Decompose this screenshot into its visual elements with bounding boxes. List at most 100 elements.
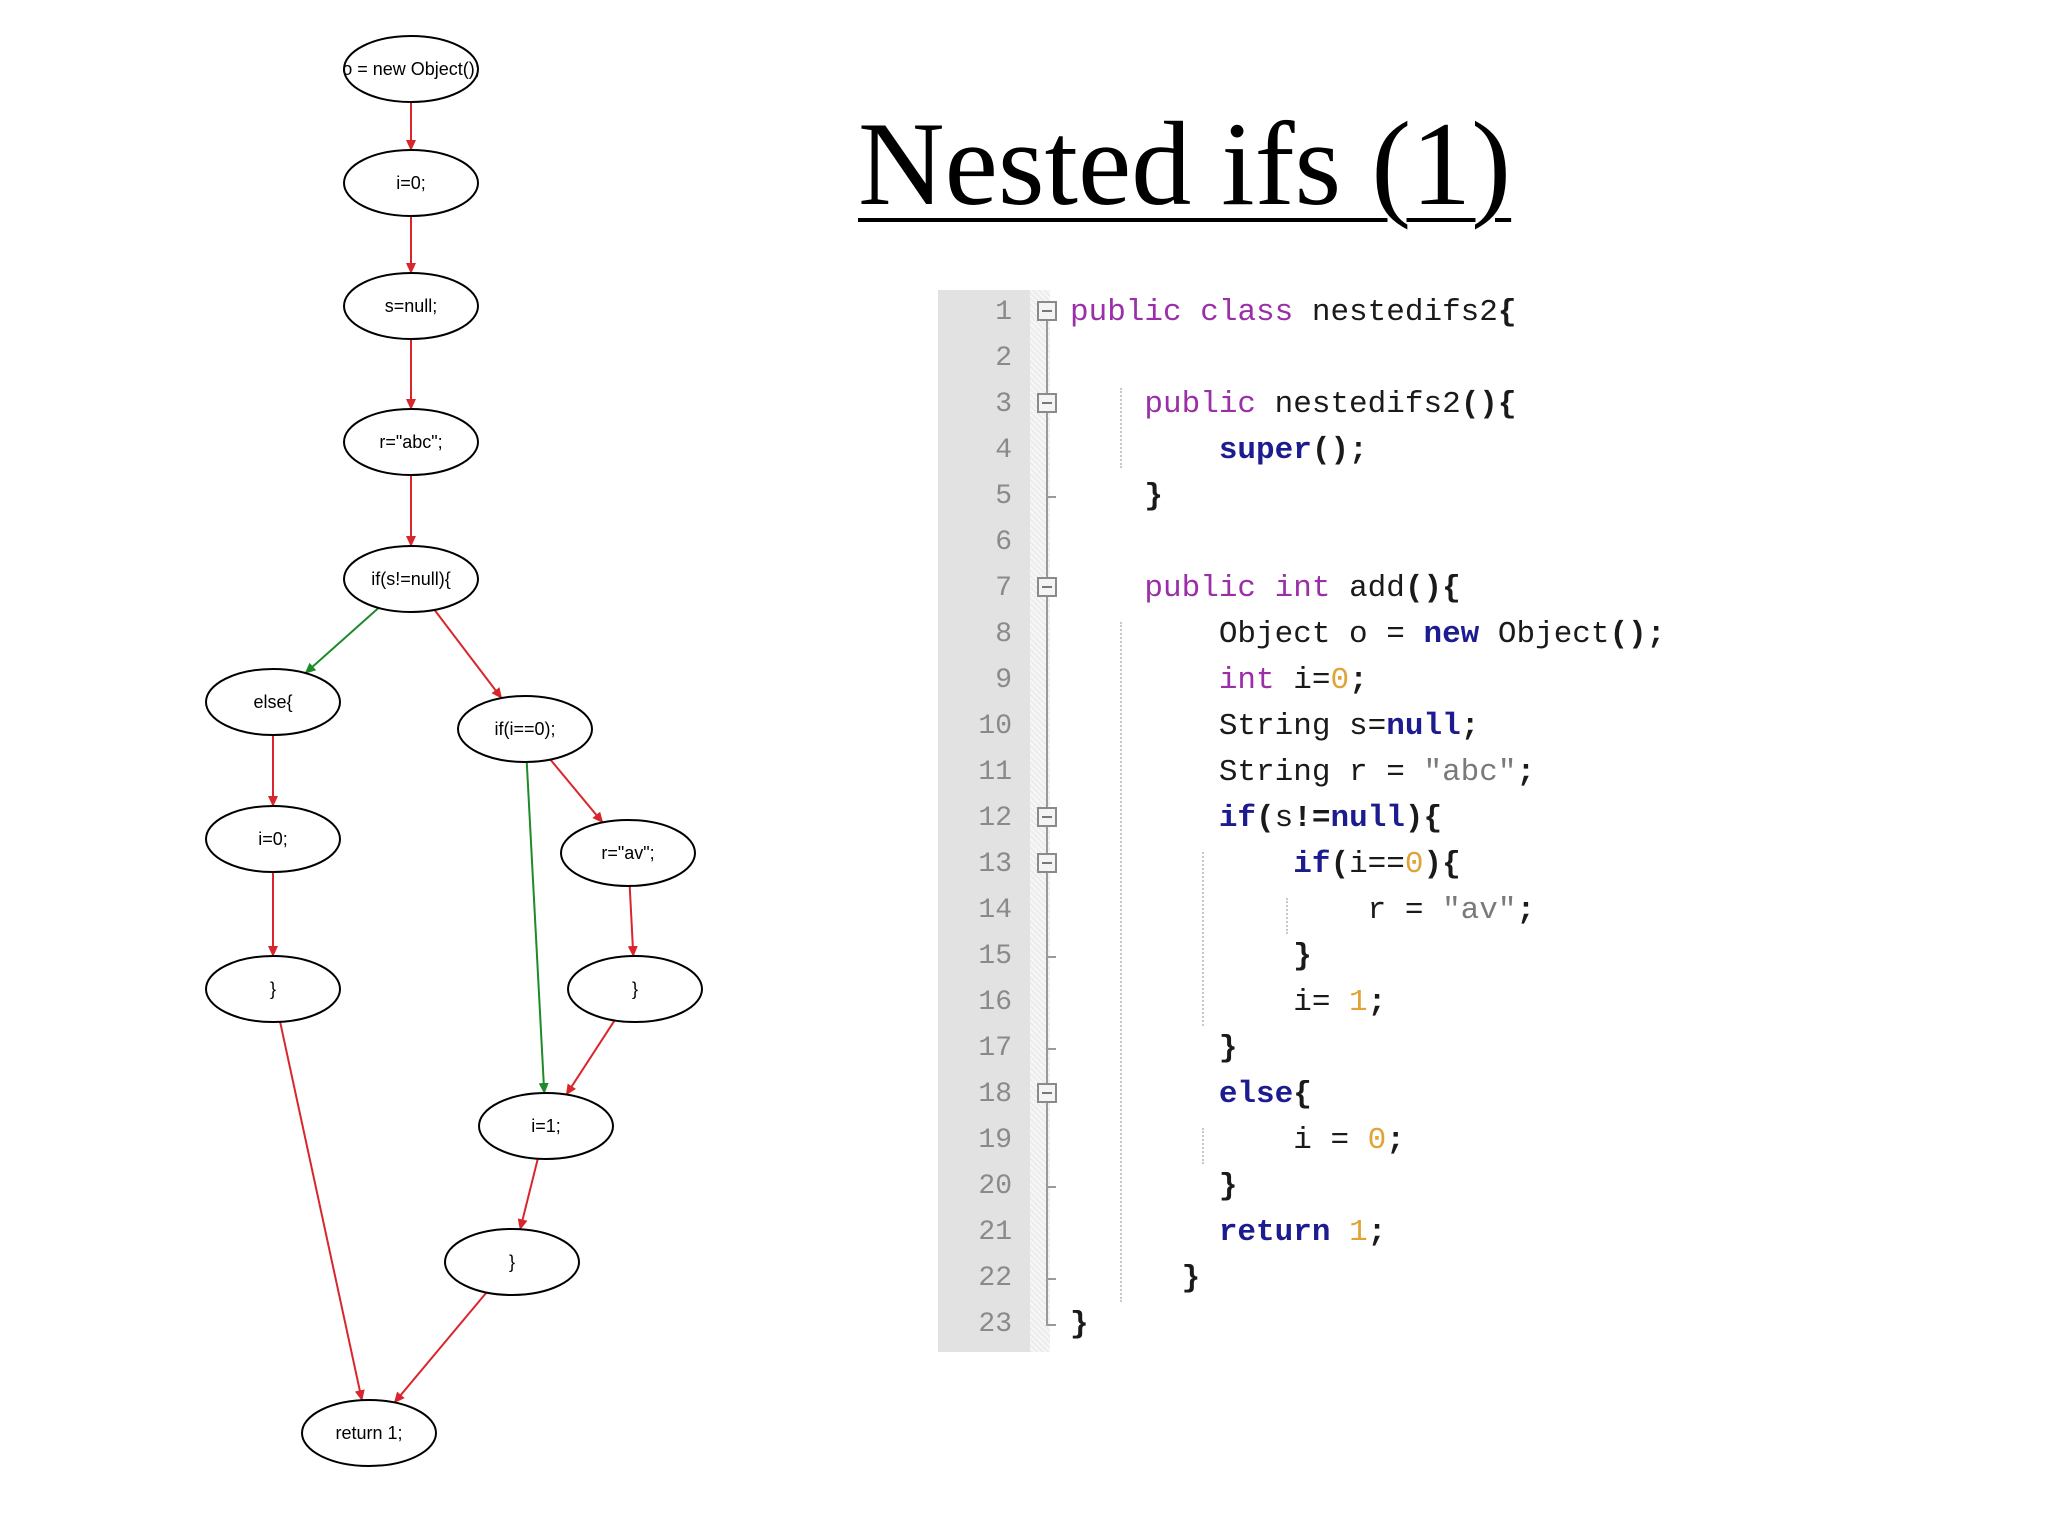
code-token xyxy=(1070,1077,1219,1112)
flow-node-shape xyxy=(205,668,341,736)
flow-node: r="av"; xyxy=(560,819,696,887)
flow-node: } xyxy=(205,955,341,1023)
line-number: 10 xyxy=(978,711,1012,742)
flow-node-label: i=0; xyxy=(396,173,426,193)
fold-collapse-icon[interactable] xyxy=(1037,382,1061,428)
line-number: 5 xyxy=(995,481,1012,512)
flow-node: } xyxy=(567,955,703,1023)
code-token: String s= xyxy=(1070,709,1387,744)
code-text: } xyxy=(1070,934,1312,980)
code-token: i= xyxy=(1070,985,1350,1020)
code-line: 4 super(); xyxy=(938,428,1758,474)
control-flow-graph: o = new Object(); i=0; s=null; r="abc"; if(s… xyxy=(205,35,703,1467)
code-line: 22 } xyxy=(938,1256,1758,1302)
code-token: 1 xyxy=(1349,985,1368,1020)
fold-guide-line xyxy=(1037,750,1061,796)
code-line: 16 i= 1; xyxy=(938,980,1758,1026)
code-text: else{ xyxy=(1070,1072,1312,1118)
flow-node-shape xyxy=(343,545,479,613)
code-token: return xyxy=(1218,1215,1331,1250)
code-text: } xyxy=(1070,1256,1201,1302)
code-token: public xyxy=(1144,387,1257,422)
code-token: ( xyxy=(1330,847,1350,882)
flow-node: i=1; xyxy=(478,1092,614,1160)
fold-collapse-icon[interactable] xyxy=(1037,566,1061,612)
code-text: if(s!=null){ xyxy=(1070,796,1442,842)
code-line: 14 r = "av"; xyxy=(938,888,1758,934)
code-text: int i=0; xyxy=(1070,658,1368,704)
code-token: 0 xyxy=(1367,1123,1387,1158)
flow-edge-green-n7-n12 xyxy=(525,761,549,1095)
code-text: Object o = new Object(); xyxy=(1070,612,1666,658)
code-text: String s=null; xyxy=(1070,704,1479,750)
fold-guide-line xyxy=(1037,612,1061,658)
code-line: 23} xyxy=(938,1302,1758,1348)
code-token xyxy=(1182,295,1201,330)
fold-collapse-icon[interactable] xyxy=(1037,290,1061,336)
line-number: 9 xyxy=(995,665,1012,696)
flow-edge-green-n5-n6 xyxy=(304,607,380,674)
code-text: if(i==0){ xyxy=(1070,842,1461,888)
code-token: ; xyxy=(1349,663,1368,698)
code-token: ( xyxy=(1256,801,1275,836)
line-number: 15 xyxy=(978,941,1012,972)
flow-node-label: o = new Object(); xyxy=(342,59,480,79)
flow-node-label: if(s!=null){ xyxy=(371,569,451,589)
flow-node-shape xyxy=(444,1228,580,1296)
code-token: i= xyxy=(1274,663,1331,698)
fold-end-marker xyxy=(1037,934,1061,980)
line-number: 3 xyxy=(995,389,1012,420)
code-token: null xyxy=(1330,801,1405,836)
line-number: 2 xyxy=(995,343,1012,374)
flow-node: o = new Object(); xyxy=(342,35,480,103)
code-token: { xyxy=(1497,295,1517,330)
code-line: 2 xyxy=(938,336,1758,382)
code-text: String r = "abc"; xyxy=(1070,750,1535,796)
code-text: i= 1; xyxy=(1070,980,1386,1026)
flow-node-label: else{ xyxy=(253,692,292,712)
fold-collapse-icon[interactable] xyxy=(1037,842,1061,888)
fold-collapse-icon[interactable] xyxy=(1037,1072,1061,1118)
code-text: } xyxy=(1070,474,1163,520)
flow-node: return 1; xyxy=(301,1399,437,1467)
flow-node-shape xyxy=(478,1092,614,1160)
flow-node-label: r="av"; xyxy=(601,843,654,863)
flow-node-shape xyxy=(343,408,479,476)
code-line: 21 return 1; xyxy=(938,1210,1758,1256)
code-line: 19 i = 0; xyxy=(938,1118,1758,1164)
code-token: ; xyxy=(1367,985,1387,1020)
flow-node-shape xyxy=(343,272,479,340)
flow-edge-red-n13-n14 xyxy=(393,1291,488,1404)
line-number: 21 xyxy=(978,1217,1012,1248)
flow-node-shape xyxy=(560,819,696,887)
code-line: 18 else{ xyxy=(938,1072,1758,1118)
code-line: 8 Object o = new Object(); xyxy=(938,612,1758,658)
flow-node: s=null; xyxy=(343,272,479,340)
code-text: } xyxy=(1070,1026,1238,1072)
fold-collapse-icon[interactable] xyxy=(1037,796,1061,842)
code-token xyxy=(1256,571,1275,606)
line-number: 6 xyxy=(995,527,1012,558)
line-number: 20 xyxy=(978,1171,1012,1202)
code-token xyxy=(1070,1169,1219,1204)
fold-end-marker xyxy=(1037,474,1061,520)
flow-edge-red-n5-n7 xyxy=(433,609,503,699)
fold-guide-line xyxy=(1037,888,1061,934)
code-text: i = 0; xyxy=(1070,1118,1405,1164)
flow-node-label: if(i==0); xyxy=(494,719,555,739)
code-line: 11 String r = "abc"; xyxy=(938,750,1758,796)
code-token: else xyxy=(1218,1077,1294,1112)
code-token: } xyxy=(1144,479,1164,514)
code-token: ){ xyxy=(1423,847,1461,882)
flow-node-label: r="abc"; xyxy=(379,432,442,452)
code-text: public nestedifs2(){ xyxy=(1070,382,1516,428)
code-token: } xyxy=(1181,1261,1201,1296)
code-token: } xyxy=(1218,1169,1238,1204)
flow-node: i=0; xyxy=(205,805,341,873)
code-token: ){ xyxy=(1404,801,1443,836)
code-token: r = xyxy=(1070,893,1443,928)
flow-node-label: s=null; xyxy=(385,296,438,316)
code-token: "av" xyxy=(1442,893,1517,928)
code-token xyxy=(1070,1261,1182,1296)
code-line: 3 public nestedifs2(){ xyxy=(938,382,1758,428)
